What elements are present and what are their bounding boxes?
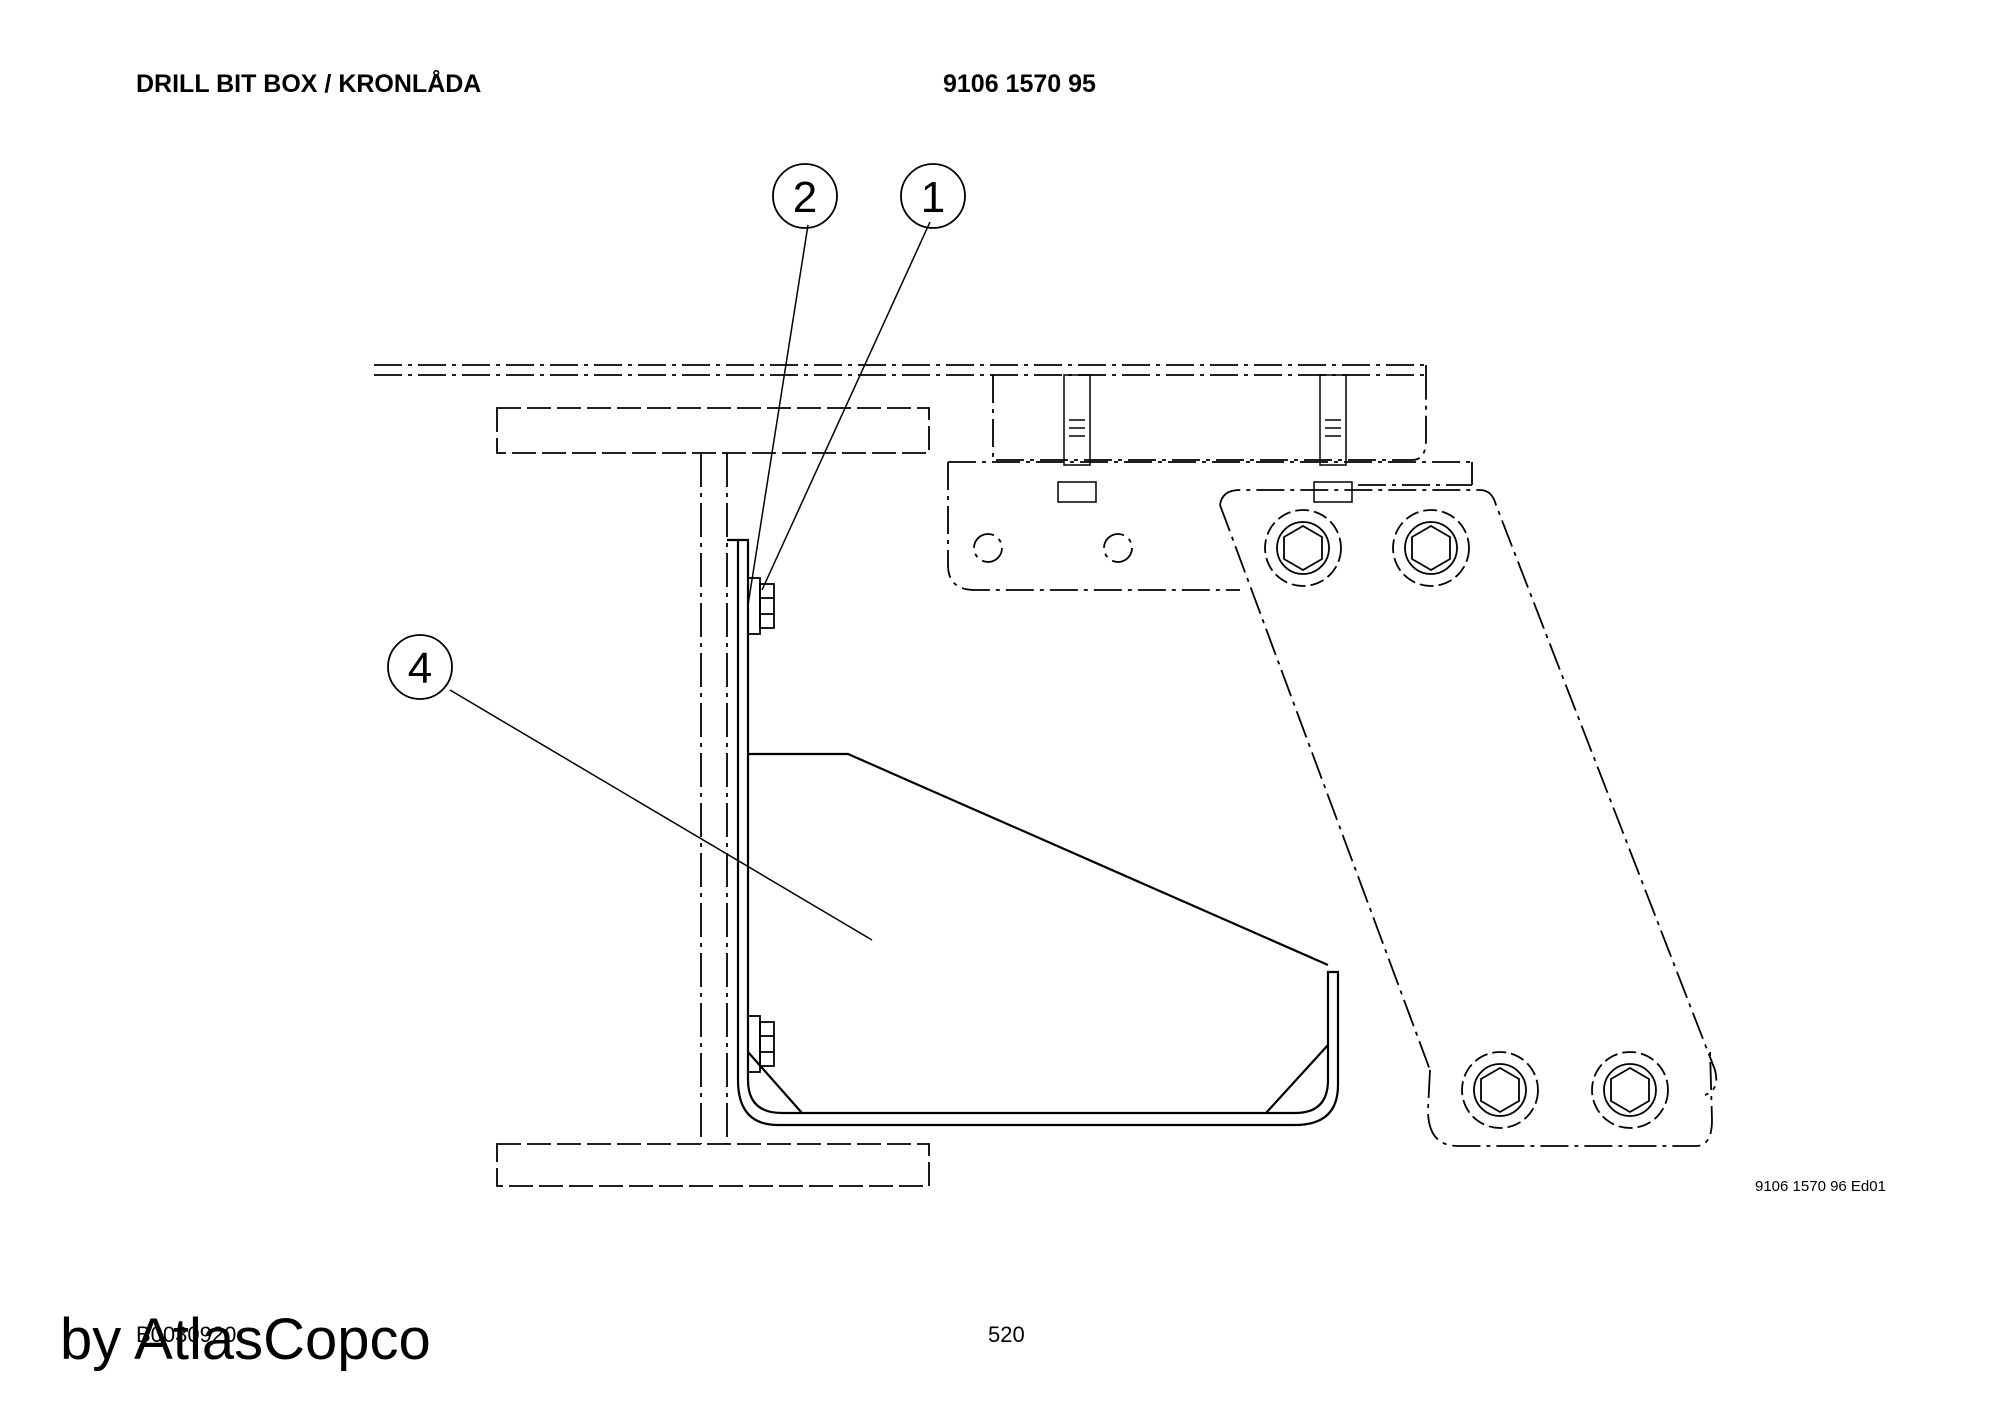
ceiling-plate <box>374 364 1427 376</box>
i-beam-top-flange <box>496 407 930 454</box>
document-code: B0030920 <box>136 1322 237 1347</box>
leader-lines <box>449 221 931 941</box>
bracket-bolts <box>1057 374 1353 503</box>
i-beam-web <box>700 453 728 1144</box>
drawing-reference: 9106 1570 96 Ed01 <box>1755 1178 1886 1195</box>
inclined-arm <box>1219 489 1718 1147</box>
drawing-title: DRILL BIT BOX / KRONLÅDA <box>136 70 482 98</box>
i-beam-bottom-flange <box>496 1143 930 1187</box>
callout-bubble-1 <box>900 163 966 229</box>
mounting-bracket <box>947 375 1473 591</box>
page-number: 520 <box>988 1322 1025 1347</box>
callout-label-4: 4 <box>408 644 432 693</box>
callout-bubble-2 <box>772 163 838 229</box>
part-number: 9106 1570 95 <box>943 70 1096 98</box>
box-bolts <box>747 577 775 1073</box>
drill-bit-box <box>727 538 1340 1127</box>
arm-fasteners <box>1264 509 1669 1129</box>
callout-label-1: 1 <box>921 173 945 222</box>
watermark: by AtlasCopco <box>60 1307 431 1372</box>
callout-label-2: 2 <box>793 173 817 222</box>
callout-bubble-4 <box>387 634 453 700</box>
